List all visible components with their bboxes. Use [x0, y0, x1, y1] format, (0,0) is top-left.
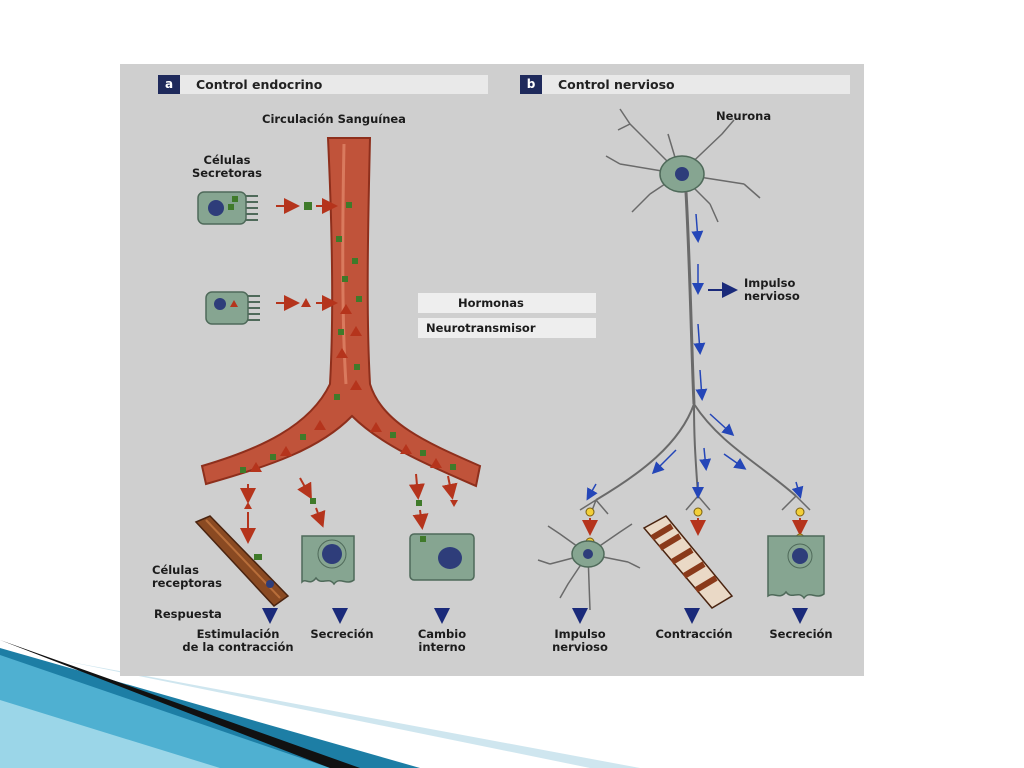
endocrine-vs-nervous-diagram: a Control endocrino b Control nervioso C…: [120, 64, 864, 676]
outcome-internal-change: Cambio interno: [402, 628, 482, 654]
outcome-contraction: Contracción: [655, 627, 733, 641]
target-neuron: [537, 523, 641, 611]
striated-muscle-target: [642, 515, 734, 609]
legend-hormones-label: Hormonas: [458, 296, 524, 310]
impulse-label-line1: Impulso: [744, 276, 796, 290]
secretory-label-line2: Secretoras: [191, 166, 263, 180]
outcome1-line2: de la contracción: [182, 640, 294, 654]
blood-circulation-label: Circulación Sanguínea: [262, 112, 406, 126]
nerve-impulse-label: Impulso nervioso: [744, 277, 800, 303]
b-outcome1-line2: nervioso: [552, 640, 608, 654]
outcome-secretion-a: Secreción: [310, 627, 374, 641]
response-label: Respuesta: [154, 607, 222, 621]
panel-b-letter: b: [520, 75, 542, 94]
outcome3-line2: interno: [418, 640, 466, 654]
hormones-in-blood: [240, 202, 456, 473]
panel-b-header: b Control nervioso: [520, 75, 850, 94]
outcome-contraction-stimulation: Estimulación de la contracción: [168, 628, 308, 654]
outcome-nerve-impulse: Impulso nervioso: [538, 628, 622, 654]
internal-change-target-cell: [409, 533, 475, 581]
secretory-cell-1: [197, 191, 258, 225]
impulse-label-line2: nervioso: [744, 289, 800, 303]
gland-target-cell: [767, 535, 825, 600]
receptor-label-line1: Células: [152, 563, 199, 577]
muscle-fiber-target: [194, 515, 290, 607]
legend-hormones: Hormonas: [418, 293, 596, 313]
neuron: [579, 108, 811, 517]
outcome-secretion-b: Secreción: [769, 627, 833, 641]
secretory-cell-2: [205, 291, 260, 325]
legend-neurotransmitter: Neurotransmisor: [418, 318, 596, 338]
neuron-label: Neurona: [716, 109, 772, 123]
panel-a-letter: a: [158, 75, 180, 94]
secretory-target-cell: [301, 535, 355, 586]
panel-a-header: a Control endocrino: [158, 75, 488, 94]
hormone-square-icon: [304, 202, 312, 210]
panel-a-title: Control endocrino: [196, 77, 323, 92]
impulse-arrows: [586, 213, 804, 501]
legend-neurotransmitter-label: Neurotransmisor: [426, 321, 536, 335]
outcome1-line1: Estimulación: [196, 627, 280, 641]
panel-b-title: Control nervioso: [558, 77, 675, 92]
receptor-label-line2: receptoras: [152, 576, 222, 590]
secretory-label-line1: Células: [203, 153, 251, 167]
hormone-triangle-icon: [301, 298, 311, 307]
secretory-cells-label: Células Secretoras: [182, 154, 272, 180]
outcome3-line1: Cambio: [417, 627, 467, 641]
b-outcome1-line1: Impulso: [554, 627, 606, 641]
receptor-cells-label: Células receptoras: [152, 564, 222, 590]
